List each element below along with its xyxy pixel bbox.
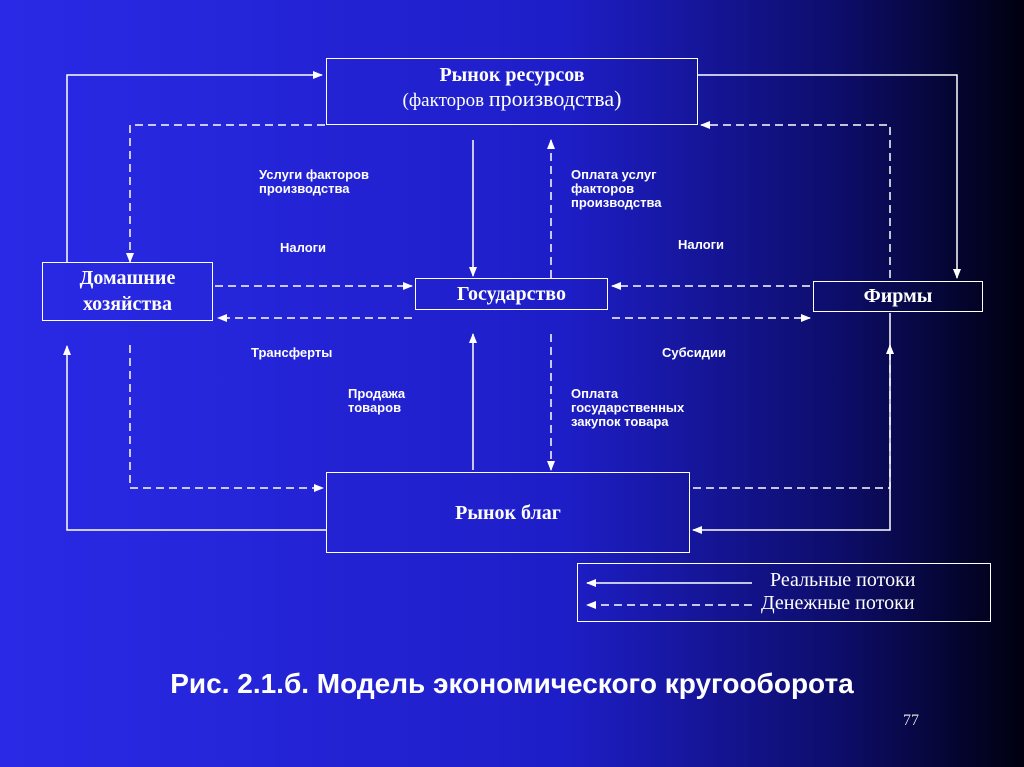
resource-market-subtitle-a: (факторов: [402, 90, 489, 111]
resource-market-title: Рынок ресурсов: [439, 64, 585, 86]
label-subsidies: Субсидии: [662, 345, 726, 360]
label-factor-services: Услуги факторов производства: [259, 167, 369, 196]
goods-market-node: Рынок благ: [326, 472, 690, 553]
money-flow-firms-to-resource-market: [700, 121, 891, 278]
legend-money-flows: Денежные потоки: [761, 592, 915, 614]
label-gov-purchase-payment: Оплата государственных закупок товара: [571, 386, 685, 429]
label-taxes-left: Налоги: [280, 240, 327, 255]
money-flow-resource-market-to-households: [126, 124, 325, 263]
resource-market-subtitle: (факторов производства): [327, 87, 697, 113]
legend: Реальные потоки Денежные потоки: [577, 563, 991, 622]
firms-node: Фирмы: [813, 281, 983, 312]
label-goods-sale: Продажа товаров: [348, 386, 406, 415]
real-flow-goods-market-to-households: [63, 345, 326, 531]
label-taxes-right: Налоги: [678, 237, 725, 252]
households-node: Домашние хозяйства: [42, 262, 213, 321]
page-number: 77: [903, 712, 919, 729]
real-flow-households-to-resource-market: [66, 71, 323, 262]
resource-market-subtitle-b: производства): [488, 86, 622, 111]
money-flow-households-to-goods-market: [129, 345, 324, 492]
label-transfers: Трансферты: [251, 345, 333, 360]
government-node: Государство: [415, 278, 608, 310]
figure-caption: Рис. 2.1.б. Модель экономического кругоо…: [170, 668, 854, 699]
resource-market-node: Рынок ресурсов (факторов производства): [326, 58, 698, 125]
legend-real-flows: Реальные потоки: [770, 569, 916, 591]
label-factor-payment: Оплата услуг факторов производства: [571, 167, 662, 210]
money-flow-goods-market-to-firms: [693, 344, 894, 489]
real-flow-resource-market-to-firms: [698, 74, 961, 279]
